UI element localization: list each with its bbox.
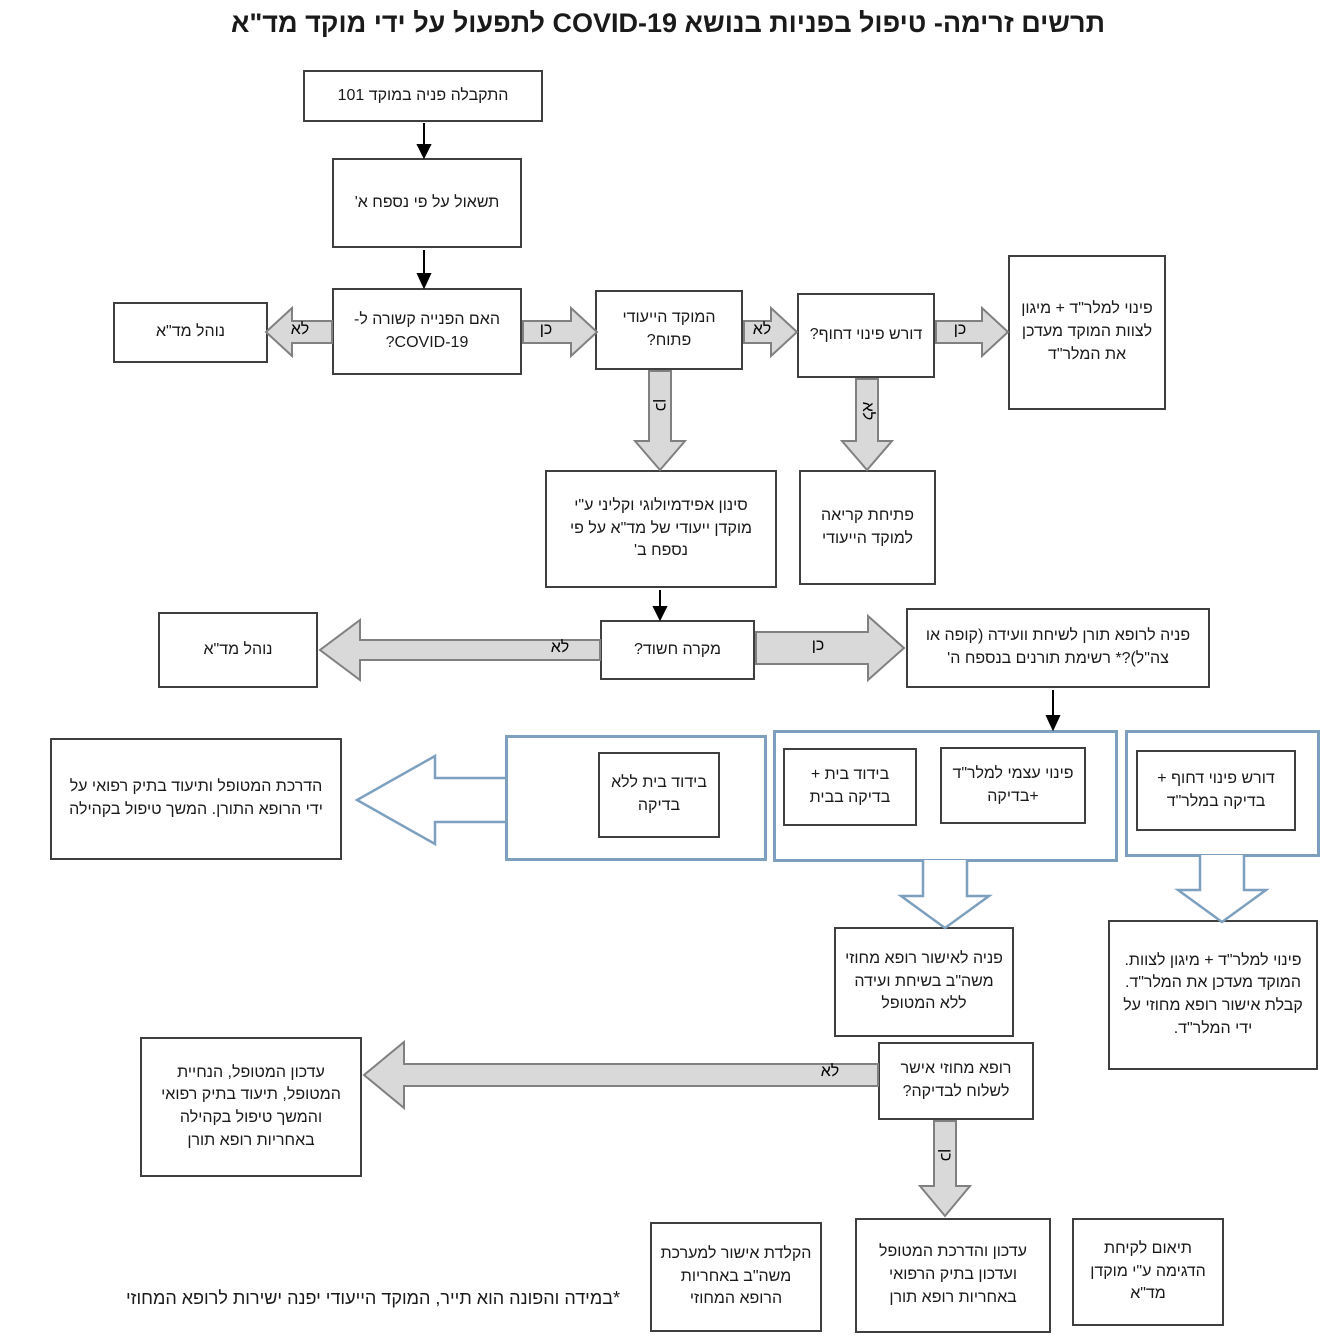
- label-yes-approved-down: כן: [937, 1148, 954, 1162]
- arrow-container-to-guidance-left: [354, 753, 505, 847]
- box-update-guide-patient: עדכון והדרכת המטופל ועדכון בתיק הרפואי ב…: [855, 1218, 1051, 1333]
- arrow-suspected-yes-right: [755, 613, 906, 683]
- box-urgent-evacuation-er-test: דורש פינוי דחוף + בדיקה במלר"ד: [1136, 750, 1296, 831]
- box-evacuate-er-protect-crew: פינוי למלר"ד + מיגון לצוות המוקד מעדכן א…: [1008, 255, 1166, 410]
- arrowhead-101-to-appendix: [416, 144, 432, 160]
- arrow-urgent-no-down: [839, 378, 895, 472]
- arrow-urgent-yes-right: [935, 305, 1010, 359]
- arrowhead-appendix-to-covid: [416, 273, 432, 290]
- box-duty-doctor-conference: פניה לרופא תורן לשיחת וועידה (קופה או צה…: [906, 608, 1210, 688]
- box-evacuate-er-district-approval: פינוי למלר"ד + מיגון לצוות. המוקד מעדכן …: [1108, 920, 1318, 1070]
- box-epidemiological-screening: סינון אפידמיולוגי וקליני ע"י מוקדן ייעוד…: [545, 470, 777, 588]
- label-no-approved: לא: [820, 1063, 840, 1080]
- box-covid-related-question: האם הפנייה קשורה ל-COVID-19?: [332, 288, 522, 375]
- label-no-urgent-down: לא: [859, 401, 876, 421]
- label-yes-covid: כן: [539, 321, 553, 338]
- box-suspected-case-question: מקרה חשוד?: [600, 620, 755, 680]
- arrowhead-screening-to-suspected: [652, 606, 668, 622]
- box-district-approved-question: רופא מחוזי אישר לשלוח לבדיקה?: [878, 1042, 1034, 1120]
- box-mda-procedure-top: נוהל מד"א: [113, 302, 268, 363]
- label-yes-suspected: כן: [811, 637, 825, 654]
- box-home-isolation-home-test: בידוד בית + בדיקה בבית: [783, 748, 917, 826]
- box-home-isolation-no-test: בידוד בית ללא בדיקה: [598, 752, 720, 838]
- label-no-dedicated: לא: [752, 321, 772, 338]
- arrow-approved-no-left: [362, 1039, 879, 1111]
- footnote-tourist: *במידה והפונה הוא תייר, המוקד הייעודי יפ…: [125, 1288, 620, 1308]
- box-urgent-evacuation-question: דורש פינוי דחוף?: [797, 293, 935, 378]
- arrow-approved-yes-down: [917, 1120, 973, 1218]
- page-title: תרשים זרימה- טיפול בפניות בנושא COVID-19…: [231, 8, 1105, 38]
- box-district-physician-approval: פניה לאישור רופא מחוזי משה"ב בשיחת ועידה…: [834, 927, 1014, 1037]
- arrow-dedicated-yes-down: [632, 370, 688, 472]
- box-update-patient-community: עדכון המטופל, הנחיית המטופל, תיעוד בתיק …: [140, 1037, 362, 1177]
- arrowhead-duty-to-options: [1045, 715, 1061, 732]
- label-no-suspected: לא: [550, 639, 570, 656]
- box-mda-procedure-bottom: נוהל מד"א: [158, 612, 318, 688]
- box-self-evacuation-er-test: פינוי עצמי למלר"ד +בדיקה: [940, 747, 1086, 824]
- box-dedicated-center-open: המוקד הייעודי פתוח?: [595, 290, 743, 370]
- label-no-covid: לא: [290, 321, 310, 338]
- label-yes-urgent: כן: [953, 321, 967, 338]
- box-questioning-appendix-a: תשאול על פי נספח א': [332, 158, 522, 248]
- box-call-received-101: התקבלה פניה במוקד 101: [303, 70, 543, 122]
- arrow-container-to-evac-down: [1174, 855, 1270, 924]
- label-yes-dedicated-down: כן: [652, 398, 669, 412]
- box-open-call-dedicated-center: פתיחת קריאה למוקד הייעודי: [799, 470, 936, 585]
- arrow-container-to-district-approval-down: [897, 860, 993, 930]
- box-sample-coordination: תיאום לקיחת הדגימה ע"י מוקדן מד"א: [1072, 1218, 1224, 1326]
- box-patient-guidance-community: הדרכת המטופל ותיעוד בתיק רפואי על ידי הר…: [50, 738, 342, 860]
- box-typing-approval-moh-system: הקלדת אישור למערכת משה"ב באחריות הרופא ה…: [650, 1222, 822, 1332]
